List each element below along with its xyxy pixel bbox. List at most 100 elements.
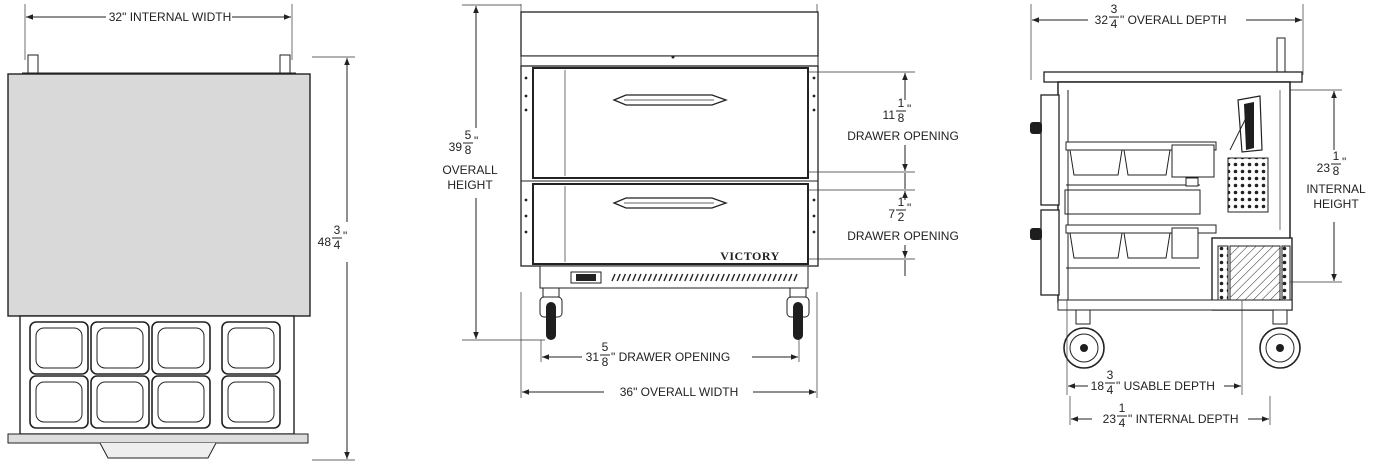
food-pan — [90, 375, 150, 429]
usable-depth-suffix: " USABLE DEPTH — [1116, 379, 1215, 393]
drawer-width-den: 8 — [602, 355, 609, 369]
side-view: 32 3 4 " OVERALL DEPTH — [1030, 2, 1366, 430]
grille-slot — [710, 273, 715, 282]
grille-slot — [684, 273, 689, 282]
internal-depth-suffix: " INTERNAL DEPTH — [1128, 412, 1239, 426]
brand-logo: VICTORY — [720, 249, 780, 263]
food-pan — [221, 321, 281, 375]
food-pan — [90, 321, 150, 375]
grille-slot — [772, 273, 777, 282]
usable-depth-den: 4 — [1107, 383, 1114, 397]
grille-slot — [777, 273, 783, 282]
grille-slot — [741, 273, 746, 282]
overall-depth-whole: 32 — [1095, 13, 1109, 27]
food-pan — [29, 321, 89, 375]
cutting-board — [7, 433, 309, 444]
overall-height-suffix: " — [343, 229, 347, 243]
overall-depth-suffix: " OVERALL DEPTH — [1120, 13, 1227, 27]
lower-drawer-suffix: " — [907, 201, 911, 215]
grille-slot — [762, 273, 767, 282]
overall-width-label: 36" OVERALL WIDTH — [620, 385, 739, 399]
grille-slot — [663, 273, 668, 282]
lower-drawer[interactable] — [532, 183, 809, 265]
drawer-width-whole: 31 — [586, 350, 600, 364]
lid-panel — [7, 73, 311, 317]
internal-depth-whole: 23 — [1103, 412, 1117, 426]
grille-slot — [678, 273, 684, 282]
lower-drawer-den: 2 — [898, 210, 905, 224]
grille-slot — [715, 273, 720, 282]
internal-height-num: 1 — [1333, 149, 1340, 163]
internal-height-whole: 23 — [1317, 161, 1331, 175]
overall-height-num: 3 — [334, 223, 341, 237]
upper-drawer-suffix: " — [907, 102, 911, 116]
overall-height-den-front: 8 — [465, 143, 472, 157]
grille-slot — [611, 273, 616, 282]
grille-slot — [730, 273, 736, 282]
side-hole — [524, 230, 528, 234]
front-grille — [539, 265, 809, 289]
side-lower-drawer-face — [1040, 209, 1060, 296]
grille-slot — [616, 273, 621, 282]
side-hole — [812, 108, 816, 112]
overall-height-line2: HEIGHT — [447, 178, 493, 192]
food-pans — [29, 321, 281, 429]
grille-slot — [658, 273, 663, 282]
usable-depth-num: 3 — [1107, 368, 1114, 382]
grille-slot — [736, 273, 741, 282]
drawer-width-suffix: " DRAWER OPENING — [611, 350, 730, 364]
side-caster-left — [1063, 309, 1105, 369]
internal-height-suffix: " — [1342, 155, 1346, 169]
grille-slot — [637, 273, 642, 282]
overall-height-num-front: 5 — [465, 128, 472, 142]
grille-slot — [621, 273, 627, 282]
upper-drawer-den: 8 — [898, 111, 905, 125]
side-hole — [812, 230, 816, 234]
internal-depth-num: 1 — [1119, 401, 1126, 415]
grille-slot — [756, 273, 762, 282]
grille-slot — [788, 273, 793, 282]
upper-drawer[interactable] — [532, 67, 809, 179]
upper-drawer-num: 1 — [898, 96, 905, 110]
side-hole — [812, 94, 816, 98]
internal-height-line1: INTERNAL — [1306, 182, 1366, 196]
overall-height-whole-front: 39 — [449, 140, 463, 154]
side-caster-right — [1259, 309, 1301, 369]
upper-drawer-whole: 11 — [883, 108, 896, 122]
front-view: VICTORY 39 5 8 " OVERALL HEIGHT — [442, 4, 959, 399]
internal-width-label: 32" INTERNAL WIDTH — [109, 10, 232, 24]
grille-slot — [725, 273, 731, 282]
grille-slot — [668, 273, 673, 282]
top-view: 32" INTERNAL WIDTH 48 3 4 " — [7, 4, 355, 461]
condenser-coil — [1229, 245, 1281, 309]
grille-slot — [782, 273, 788, 282]
front-caster-right — [786, 287, 810, 340]
grille-slot — [699, 273, 705, 282]
grille-slot — [689, 273, 694, 282]
grille-slot — [652, 273, 658, 282]
grille-slot — [642, 273, 647, 282]
food-pan — [29, 375, 89, 429]
grille-slot — [751, 273, 757, 282]
lower-drawer-num: 1 — [898, 195, 905, 209]
usable-depth-whole: 18 — [1091, 379, 1105, 393]
side-hole — [524, 198, 528, 202]
side-hole — [812, 214, 816, 218]
overall-depth-den: 4 — [1111, 17, 1118, 31]
grille-slot — [626, 273, 632, 282]
side-upper-drawer-face — [1040, 94, 1060, 206]
front-caster-left — [539, 287, 563, 340]
grille-slots — [611, 273, 798, 282]
internal-height-line2: HEIGHT — [1313, 197, 1359, 211]
grille-slot — [793, 273, 798, 282]
grille-slot — [746, 273, 751, 282]
side-lower-pans — [1065, 224, 1217, 269]
grille-slot — [704, 273, 710, 282]
side-hole — [524, 214, 528, 218]
food-pan — [151, 321, 211, 375]
overall-height-den: 4 — [334, 238, 341, 252]
grille-slot — [720, 273, 725, 282]
internal-height-den: 8 — [1333, 164, 1340, 178]
overall-depth-num: 3 — [1111, 2, 1118, 16]
grille-slot — [673, 273, 679, 282]
